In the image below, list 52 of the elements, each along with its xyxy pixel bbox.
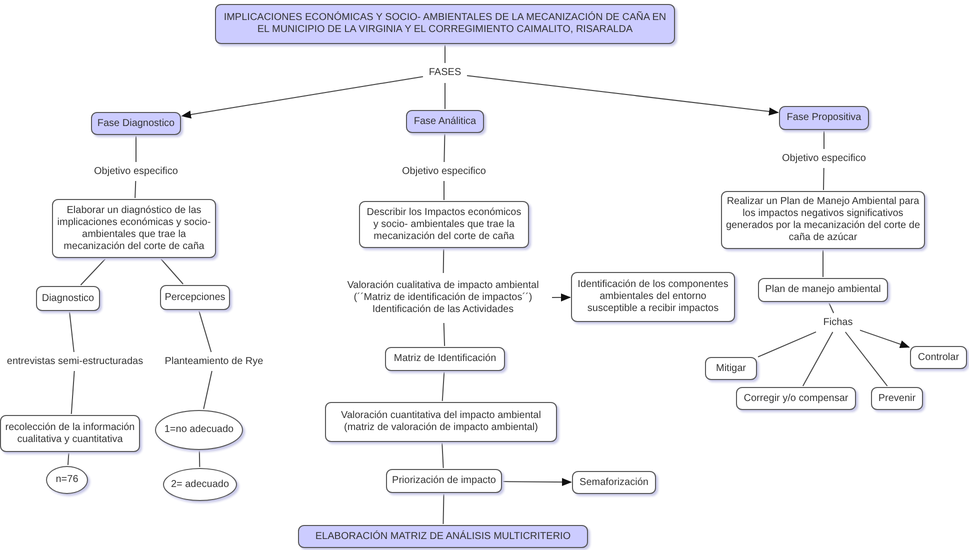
connector-line — [844, 332, 888, 386]
connector-line — [198, 310, 212, 352]
connector-line — [70, 370, 75, 414]
connector-line — [822, 250, 824, 278]
connector-line — [203, 370, 212, 410]
arrow — [552, 293, 571, 302]
concept-box: Describir los Impactos económicos y socio- ambientales que trae la mecanización del corte de caña — [359, 201, 529, 248]
concept-box: Corregir y/o compensar — [736, 387, 856, 410]
phase-box: IMPLICACIONES ECONÓMICAS Y SOCIO- AMBIENTALES DE LA MECANIZACIÓN DE CAÑA EN EL MUNICIPIO DE LA VIRGINIA Y EL CORREGIMIENTO CAIMALITO, RISARALDA — [215, 4, 675, 44]
phase-box: Fase Análitica — [406, 110, 484, 133]
connector-line — [67, 452, 70, 466]
connector-line — [442, 248, 444, 274]
concept-box: recolección de la información cualitativa y cuantitativa — [0, 415, 140, 452]
concept-box: Plan de manejo ambiental — [758, 278, 888, 302]
concept-box: Identificación de los componentes ambientales del entorno susceptible a recibir impactos — [571, 272, 735, 322]
connector-line — [443, 322, 446, 346]
connector-line — [442, 372, 445, 402]
concept-ellipse: n=76 — [46, 466, 88, 494]
concept-box: Percepciones — [160, 285, 230, 310]
connector-line — [160, 258, 184, 284]
concept-ellipse: 2= adecuado — [163, 468, 237, 501]
connector-line — [444, 82, 446, 110]
concept-box: Realizar un Plan de Manejo Ambiental para los impactos negativos significativos generados por la mecanización del corte de caña de azúcar — [721, 191, 925, 249]
concept-box: Semaforización — [572, 471, 656, 494]
concept-box: Controlar — [910, 346, 967, 369]
connector-line — [134, 180, 136, 198]
connector-line — [198, 450, 200, 468]
arrow — [502, 478, 572, 486]
concept-box: Prevenir — [871, 387, 923, 410]
concept-box: Elaborar un diagnóstico de las implicaciones económicas y socio- ambientales que trae la mecanización del corte de caña — [52, 199, 216, 258]
connector-line — [823, 168, 824, 190]
connector-line — [758, 331, 816, 358]
concept-box: Priorización de impacto — [386, 469, 502, 493]
connector-line — [442, 442, 444, 468]
connector-line — [444, 134, 446, 162]
arrow — [181, 76, 424, 118]
phase-box: ELABORACIÓN MATRIZ DE ANÁLISIS MULTICRITERIO — [298, 525, 588, 548]
concept-box: Matriz de Identificación — [385, 347, 505, 371]
concept-box: Diagnostico — [36, 286, 100, 311]
concept-box: Valoración cuantitativa del impacto ambiental (matriz de valoración de impacto ambiental) — [325, 402, 557, 442]
phase-box: Fase Propositiva — [779, 106, 869, 130]
arrow — [860, 330, 910, 348]
phase-box: Fase Diagnostico — [91, 112, 181, 135]
connector-line — [442, 494, 444, 524]
concept-ellipse: 1=no adecuado — [155, 410, 243, 450]
connector-line — [80, 258, 106, 286]
connector-line — [444, 44, 446, 64]
connector-line — [828, 302, 834, 314]
arrow — [466, 75, 779, 116]
connector-line — [802, 332, 834, 386]
concept-box: Mitigar — [705, 357, 757, 380]
connector-line — [69, 312, 74, 352]
